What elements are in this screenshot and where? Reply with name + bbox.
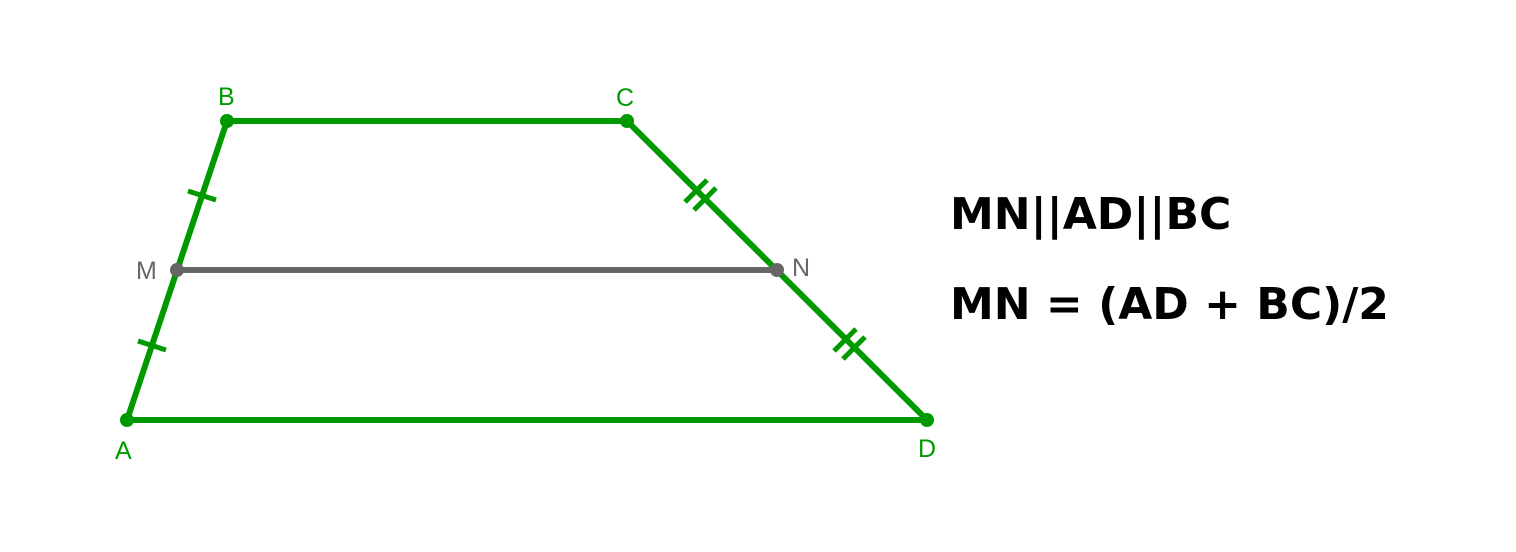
- formula-parallel: MN||AD||BC: [950, 189, 1232, 240]
- point-n: [770, 263, 784, 277]
- tick-cd-lower-1: [832, 327, 858, 353]
- tick-ab-upper: [187, 188, 217, 203]
- point-b: [220, 114, 234, 128]
- point-m: [170, 263, 184, 277]
- label-c: C: [616, 84, 634, 112]
- label-a: A: [115, 437, 132, 465]
- tick-cd-lower-2: [841, 335, 867, 361]
- tick-ab-lower: [137, 338, 167, 353]
- point-d: [920, 413, 934, 427]
- label-n: N: [792, 254, 810, 282]
- label-b: B: [218, 83, 235, 111]
- label-d: D: [918, 435, 936, 463]
- tick-cd-upper-1: [683, 178, 709, 204]
- label-m: M: [136, 257, 157, 285]
- point-c: [620, 114, 634, 128]
- tick-cd-upper-2: [692, 186, 718, 212]
- formula-midline: MN = (AD + BC)/2: [950, 279, 1389, 330]
- point-a: [120, 413, 134, 427]
